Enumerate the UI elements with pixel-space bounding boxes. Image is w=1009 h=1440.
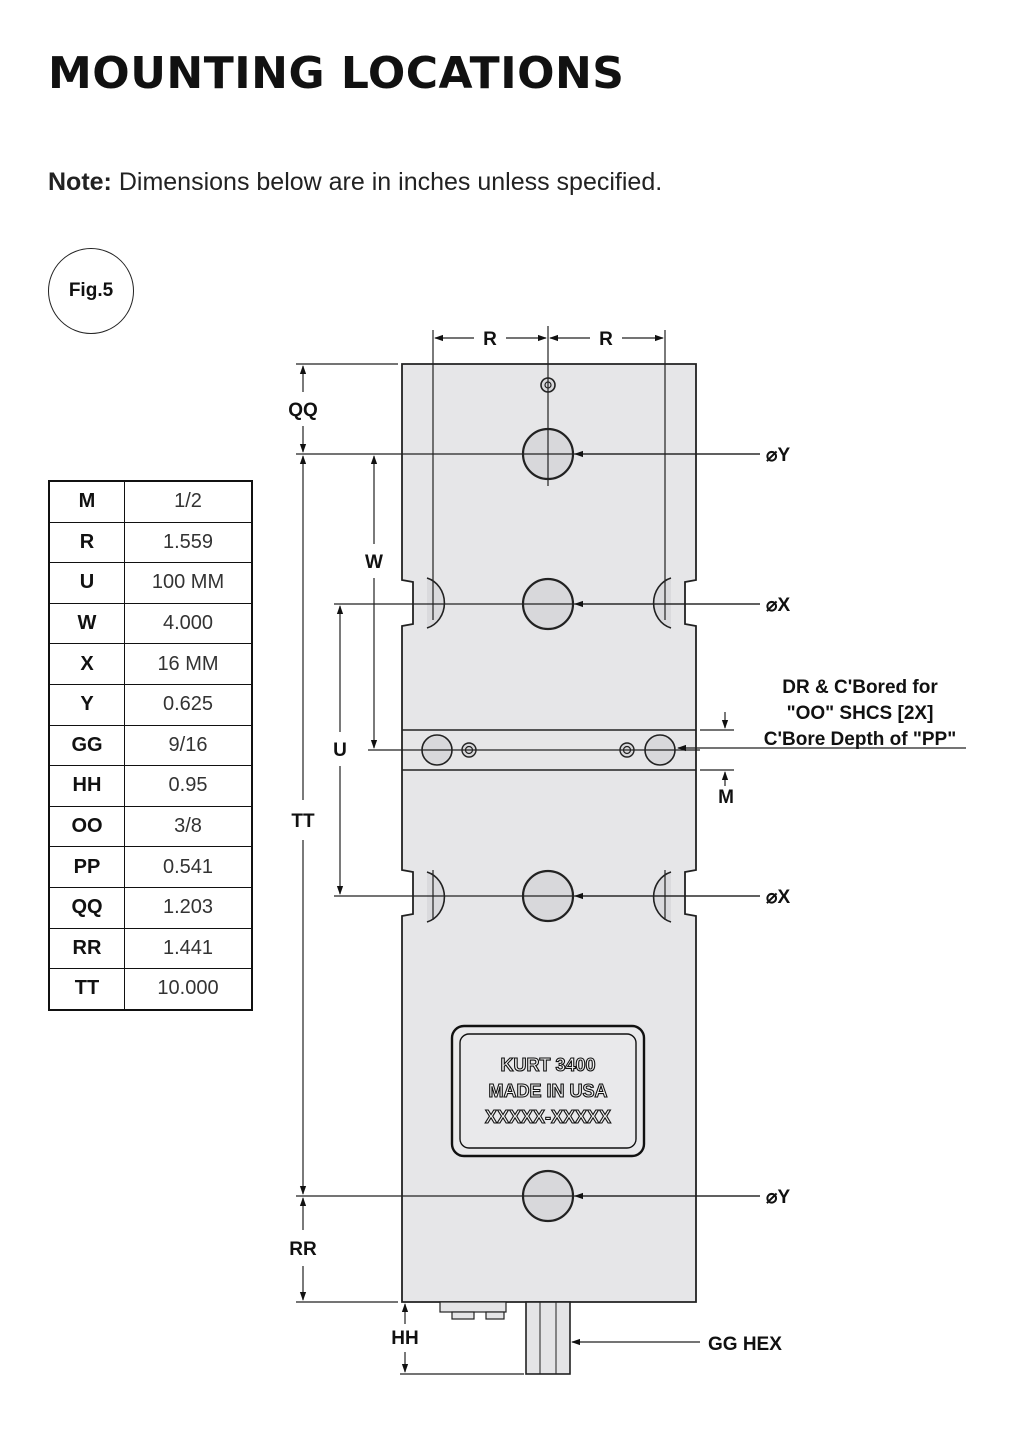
dimension-labels: R R QQ W U TT RR HH M	[288, 329, 734, 1349]
dimension-key: PP	[48, 846, 125, 888]
name-plate: KURT 3400 MADE IN USA XXXXX-XXXXX	[450, 1024, 646, 1158]
dimension-value: 0.625	[124, 683, 253, 726]
mid-band	[402, 729, 696, 771]
dimension-value: 4.000	[124, 602, 253, 645]
dimension-value: 1.441	[124, 927, 253, 970]
figure-label: Fig.5	[48, 248, 134, 334]
dimension-key: Y	[48, 683, 125, 726]
dimension-value: 1.203	[124, 886, 253, 929]
dimension-key: X	[48, 643, 125, 685]
callout-dia-y: ⌀Y	[766, 445, 790, 466]
hex-shaft	[439, 1301, 571, 1375]
dimension-value: 0.95	[124, 765, 253, 807]
callout-counterbore-line: "OO" SHCS [2X]	[787, 703, 934, 724]
callout-dia-x: ⌀X	[766, 887, 790, 908]
dimension-value: 3/8	[124, 805, 253, 848]
note: Note: Dimensions below are in inches unl…	[48, 168, 662, 197]
callouts: ⌀Y ⌀X ⌀X ⌀Y DR & C'Bored for "OO" SHCS […	[708, 445, 956, 1355]
note-label: Note:	[48, 168, 112, 196]
vise-body	[401, 363, 697, 1303]
dimension-value: 10.000	[124, 968, 253, 1011]
label-qq: QQ	[288, 400, 318, 421]
dimension-key: OO	[48, 805, 125, 848]
label-rr: RR	[289, 1239, 317, 1260]
label-w: W	[365, 552, 383, 573]
callout-counterbore-line: C'Bore Depth of "PP"	[764, 729, 957, 750]
dimension-value: 0.541	[124, 846, 253, 888]
label-m: M	[718, 787, 734, 808]
plate-line: KURT 3400	[500, 1055, 595, 1075]
dimension-lines	[296, 330, 966, 1375]
label-r: R	[483, 329, 497, 350]
dimension-value: 1.559	[124, 521, 253, 564]
plate-line: MADE IN USA	[488, 1081, 607, 1101]
dimension-key: GG	[48, 724, 125, 767]
label-hh: HH	[391, 1328, 418, 1349]
label-tt: TT	[291, 811, 315, 832]
callout-dia-x: ⌀X	[766, 595, 790, 616]
side-notches	[426, 577, 672, 923]
callout-counterbore-line: DR & C'Bored for	[782, 677, 938, 698]
page-title: MOUNTING LOCATIONS	[48, 48, 625, 99]
callout-dia-y: ⌀Y	[766, 1187, 790, 1208]
label-u: U	[333, 740, 347, 761]
note-text: Dimensions below are in inches unless sp…	[111, 168, 663, 196]
callout-gg-hex: GG HEX	[708, 1334, 782, 1355]
label-r: R	[599, 329, 613, 350]
dimension-value: 1/2	[124, 480, 253, 523]
dimension-key: TT	[48, 968, 125, 1011]
dimension-key: W	[48, 602, 125, 645]
dimension-value: 100 MM	[124, 562, 253, 604]
plate-line: XXXXX-XXXXX	[485, 1107, 611, 1127]
